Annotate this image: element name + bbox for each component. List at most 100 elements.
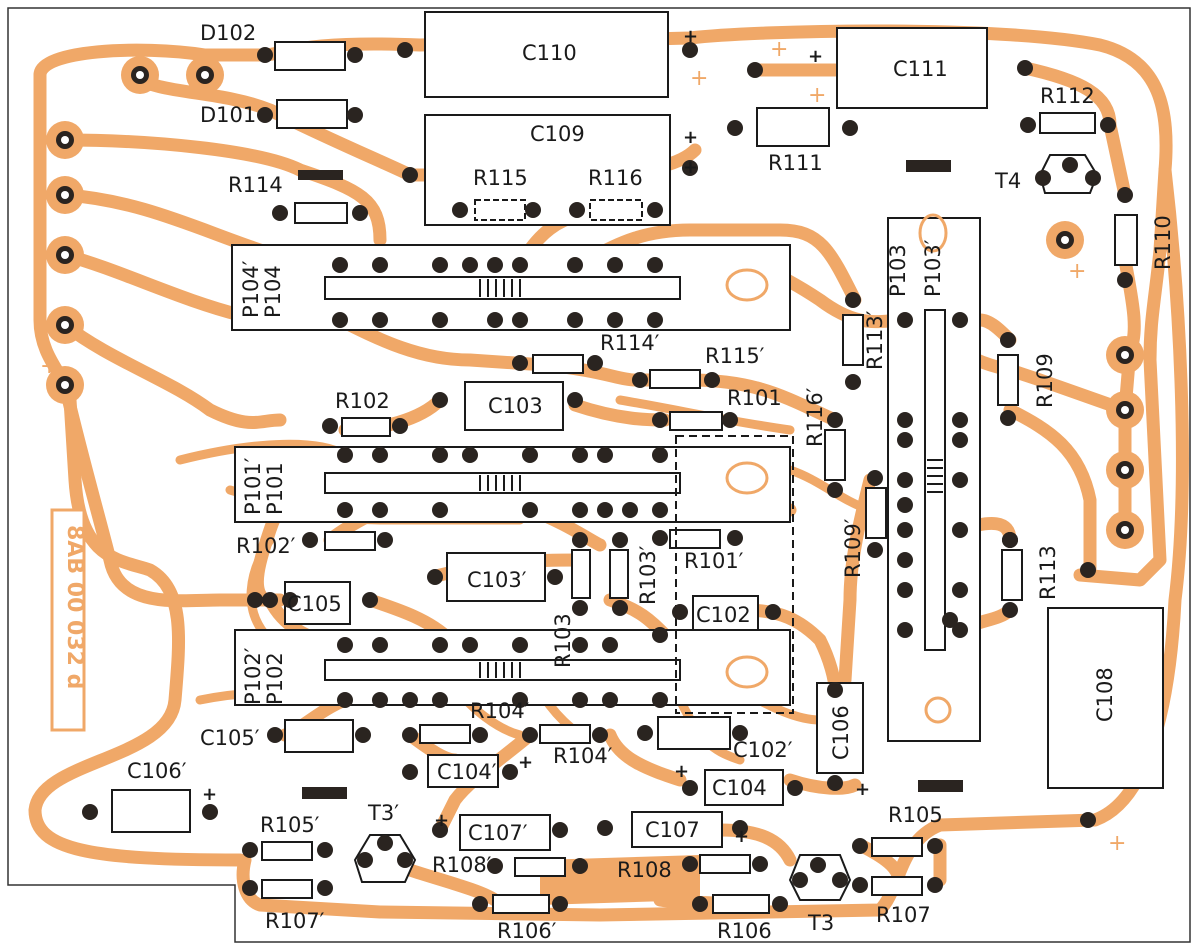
- solder-pad: [652, 447, 668, 463]
- solder-pad: [377, 532, 393, 548]
- solder-pad: [652, 530, 668, 546]
- solder-pad: [652, 692, 668, 708]
- solder-pad: [1035, 170, 1051, 186]
- d102-body: [274, 41, 346, 71]
- polarity-marks: + + + + + + + + + + + + + + + +: [40, 26, 1126, 856]
- label-c105p: C105′: [200, 726, 260, 750]
- solder-pad: [602, 692, 618, 708]
- solder-pad: [1000, 332, 1016, 348]
- solder-pad: [652, 502, 668, 518]
- solder-pad: [827, 482, 843, 498]
- shield-outline: [675, 435, 794, 714]
- solder-pad: [572, 858, 588, 874]
- solder-pad: [332, 257, 348, 273]
- svg-text:+: +: [770, 37, 788, 62]
- solder-pad: [462, 637, 478, 653]
- r106-body: [712, 894, 770, 914]
- solder-pad: [612, 600, 628, 616]
- c106p-body: [111, 789, 191, 833]
- label-c104p: C104′: [437, 760, 497, 784]
- r113-body: [1001, 549, 1023, 601]
- label-r116p: R116′: [803, 387, 827, 447]
- solder-pad: [647, 312, 663, 328]
- label-r111: R111: [768, 151, 823, 175]
- label-t3p: T3′: [367, 801, 399, 825]
- solder-pad: [682, 160, 698, 176]
- solder-pad: [547, 569, 563, 585]
- label-r105: R105: [888, 803, 943, 827]
- solder-pad: [810, 857, 826, 873]
- label-d101: D101: [200, 103, 256, 127]
- solder-pad: [525, 202, 541, 218]
- solder-pad: [247, 592, 263, 608]
- solder-pad: [597, 502, 613, 518]
- solder-pad: [487, 312, 503, 328]
- solder-pad: [607, 312, 623, 328]
- solder-pad: [1062, 157, 1078, 173]
- solder-pad: [845, 292, 861, 308]
- d101-body: [276, 99, 348, 129]
- label-c109: C109: [530, 122, 585, 146]
- solder-pad: [602, 637, 618, 653]
- solder-pad: [597, 820, 613, 836]
- label-c103p: C103′: [467, 568, 527, 592]
- solder-pads: [82, 42, 1133, 912]
- connector-pins: [46, 56, 1144, 549]
- solder-pad: [672, 604, 688, 620]
- solder-pad: [282, 592, 298, 608]
- label-r115: R115: [473, 166, 528, 190]
- solder-pad: [952, 522, 968, 538]
- solder-pad: [392, 418, 408, 434]
- solder-pad: [1000, 410, 1016, 426]
- solder-pad: [952, 432, 968, 448]
- solder-pad: [647, 202, 663, 218]
- solder-pad: [572, 600, 588, 616]
- label-r101: R101: [727, 386, 782, 410]
- r116-body: [589, 199, 643, 221]
- solder-pad: [867, 542, 883, 558]
- solder-pad: [607, 257, 623, 273]
- label-r115p: R115′: [705, 344, 765, 368]
- solder-pad: [322, 418, 338, 434]
- svg-text:+: +: [690, 66, 708, 91]
- solder-pad: [852, 838, 868, 854]
- solder-pad: [347, 107, 363, 123]
- label-c104: C104: [712, 776, 767, 800]
- solder-pad: [1117, 272, 1133, 288]
- solder-pad: [752, 856, 768, 872]
- svg-text:+: +: [683, 26, 698, 47]
- solder-pad: [727, 120, 743, 136]
- label-r102: R102: [335, 389, 390, 413]
- label-c102: C102: [696, 603, 751, 627]
- component-bodies: [111, 11, 1164, 914]
- label-r107p: R107′: [265, 909, 325, 933]
- label-r114: R114: [228, 173, 283, 197]
- solder-pad: [522, 447, 538, 463]
- solder-pad: [257, 47, 273, 63]
- r113p-body: [842, 314, 864, 366]
- t3p-body: [353, 834, 417, 883]
- solder-pad: [827, 412, 843, 428]
- solder-pad: [622, 502, 638, 518]
- solder-pad: [852, 877, 868, 893]
- solder-pad: [432, 257, 448, 273]
- solder-pad: [302, 532, 318, 548]
- t3-body: [788, 854, 852, 901]
- solder-pad: [362, 592, 378, 608]
- solder-pad: [1100, 117, 1116, 133]
- solder-pad: [402, 692, 418, 708]
- solder-pad: [1002, 602, 1018, 618]
- label-p104: P104: [261, 265, 285, 318]
- p103-slot: [924, 309, 946, 651]
- svg-text:+: +: [518, 752, 533, 773]
- solder-pad: [262, 592, 278, 608]
- label-r103: R103: [551, 613, 575, 668]
- solder-pad: [1017, 60, 1033, 76]
- label-d102: D102: [200, 21, 256, 45]
- label-t3: T3: [807, 911, 834, 935]
- solder-pad: [512, 257, 528, 273]
- label-r104: R104′: [470, 699, 530, 723]
- label-r101p: R101′: [684, 549, 744, 573]
- solder-pad: [1080, 562, 1096, 578]
- solder-pad: [372, 257, 388, 273]
